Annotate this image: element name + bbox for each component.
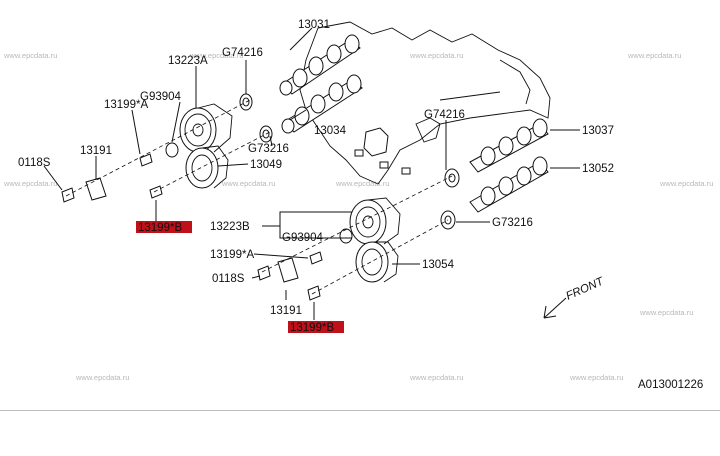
label-13191-lh: 13191 bbox=[80, 145, 112, 157]
assembly-line bbox=[153, 131, 271, 193]
label-13054: 13054 bbox=[422, 259, 455, 271]
watermarks: www.epcdata.ru www.epcdata.ru www.epcdat… bbox=[3, 51, 713, 382]
front-arrow: FRONT bbox=[543, 275, 606, 319]
watermark: www.epcdata.ru bbox=[409, 373, 463, 382]
leader bbox=[289, 109, 307, 121]
leader bbox=[253, 253, 309, 259]
watermark: www.epcdata.ru bbox=[189, 51, 243, 60]
washer-lh bbox=[165, 142, 179, 158]
block-rib bbox=[439, 91, 501, 101]
label-13031: 13031 bbox=[298, 19, 330, 31]
leader bbox=[217, 163, 249, 167]
label-13052: 13052 bbox=[582, 163, 614, 175]
leader bbox=[171, 101, 181, 143]
label-13223a: 13223A bbox=[168, 55, 208, 67]
bottom-divider bbox=[0, 410, 720, 411]
label-g73216-lh: G73216 bbox=[248, 143, 289, 155]
camshaft-lh-intake bbox=[279, 34, 361, 96]
plate-rh-part bbox=[277, 257, 299, 283]
watermark: www.epcdata.ru bbox=[659, 179, 713, 188]
label-13034: 13034 bbox=[314, 125, 347, 137]
label-0118s-lh: 0118S bbox=[18, 157, 51, 169]
highlight-13199b-rh bbox=[288, 321, 344, 333]
assembly-line bbox=[261, 175, 453, 273]
leader bbox=[251, 275, 261, 279]
label-13223b: 13223B bbox=[210, 221, 250, 233]
sprocket-lh-upper bbox=[179, 103, 233, 153]
sprocket-rh-upper bbox=[349, 197, 401, 245]
block-stud bbox=[354, 149, 364, 157]
assembly-line bbox=[311, 219, 449, 295]
label-13037: 13037 bbox=[582, 125, 614, 137]
bolt-0118-rh-part bbox=[257, 265, 271, 281]
label-g74216-lh: G74216 bbox=[222, 47, 263, 59]
label-13199b-lh: 13199*B bbox=[138, 222, 182, 234]
label-13199b-rh: 13199*B bbox=[290, 322, 334, 334]
watermark: www.epcdata.ru bbox=[3, 179, 57, 188]
block-stud bbox=[401, 167, 411, 175]
label-13199a-lh: 13199*A bbox=[104, 99, 148, 111]
leader bbox=[279, 226, 352, 239]
sprocket-lh-lower bbox=[185, 145, 229, 189]
block-stud bbox=[379, 161, 389, 169]
label-g93904-lh: G93904 bbox=[140, 91, 182, 103]
watermark: www.epcdata.ru bbox=[221, 179, 275, 188]
label-13191-rh: 13191 bbox=[270, 305, 302, 317]
block-rib bbox=[499, 59, 531, 105]
camshaft-rh-exhaust bbox=[469, 156, 549, 213]
camshaft-lh-exhaust bbox=[281, 74, 363, 134]
block-bracket bbox=[363, 127, 389, 157]
label-g73216-rh: G73216 bbox=[492, 217, 533, 229]
watermark: www.epcdata.ru bbox=[335, 179, 389, 188]
watermark: www.epcdata.ru bbox=[3, 51, 57, 60]
watermark: www.epcdata.ru bbox=[409, 51, 463, 60]
diagram-code: A013001226 bbox=[638, 379, 703, 391]
plate-lh-part bbox=[85, 177, 107, 201]
highlight-13199b-lh bbox=[136, 221, 192, 233]
washer-rh bbox=[339, 228, 353, 244]
bolt-rh-upper-part bbox=[309, 251, 323, 265]
label-g74216-rh: G74216 bbox=[424, 109, 465, 121]
label-0118s-rh: 0118S bbox=[212, 273, 245, 285]
label-13199a-rh: 13199*A bbox=[210, 249, 254, 261]
watermark: www.epcdata.ru bbox=[627, 51, 681, 60]
watermark: www.epcdata.ru bbox=[75, 373, 129, 382]
engine-block-outline bbox=[299, 21, 551, 185]
watermark: www.epcdata.ru bbox=[639, 308, 693, 317]
camshaft-rh-intake bbox=[469, 118, 549, 173]
leader bbox=[43, 165, 63, 191]
bolt-lh-lower-part bbox=[149, 185, 163, 199]
leader bbox=[131, 109, 141, 155]
sprocket-rh-lower bbox=[355, 241, 399, 283]
block-bracket bbox=[415, 117, 441, 143]
bolt-lh-upper-part bbox=[139, 153, 153, 167]
leader bbox=[262, 211, 352, 227]
front-label: FRONT bbox=[564, 275, 606, 302]
leader bbox=[269, 135, 273, 147]
pin-rh-upper bbox=[444, 168, 460, 188]
label-13049: 13049 bbox=[250, 159, 282, 171]
watermark: www.epcdata.ru bbox=[569, 373, 623, 382]
label-g93904-rh: G93904 bbox=[282, 232, 324, 244]
leader bbox=[289, 27, 313, 51]
